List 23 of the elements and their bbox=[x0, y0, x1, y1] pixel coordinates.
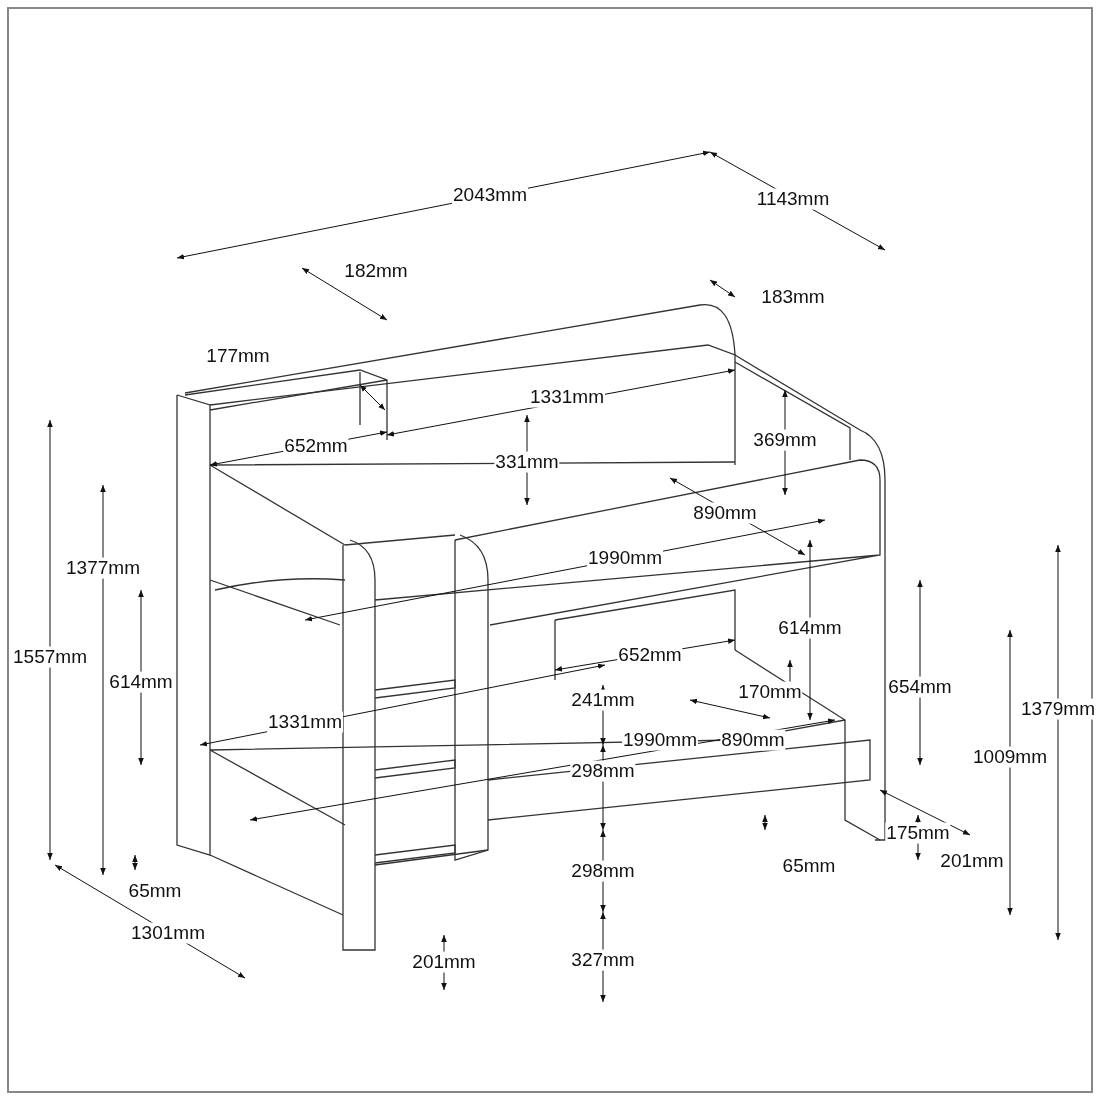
dimension-label: 890mm bbox=[692, 502, 758, 524]
dimension-label: 1331mm bbox=[267, 711, 343, 733]
dimension-label: 614mm bbox=[777, 617, 843, 639]
dimension-label: 654mm bbox=[887, 676, 953, 698]
dimension-label: 1990mm bbox=[587, 547, 663, 569]
dimension-label: 1379mm bbox=[1020, 698, 1096, 720]
dimension-label: 241mm bbox=[570, 689, 636, 711]
dimension-label: 298mm bbox=[570, 860, 636, 882]
dimension-label: 614mm bbox=[108, 671, 174, 693]
dimension-label: 369mm bbox=[752, 429, 818, 451]
dimension-label: 331mm bbox=[494, 451, 560, 473]
dimension-label: 1143mm bbox=[755, 188, 831, 210]
dimension-label: 1301mm bbox=[130, 922, 206, 944]
dimension-label: 1009mm bbox=[972, 746, 1048, 768]
dimension-label: 298mm bbox=[570, 760, 636, 782]
dimension-label: 890mm bbox=[720, 729, 786, 751]
dimension-label: 201mm bbox=[411, 951, 477, 973]
dimension-label: 327mm bbox=[570, 949, 636, 971]
dimension-label: 2043mm bbox=[452, 184, 528, 206]
dimension-label: 1377mm bbox=[65, 557, 141, 579]
dimension-label: 175mm bbox=[885, 822, 951, 844]
dimension-label: 1557mm bbox=[12, 646, 88, 668]
dimension-label: 170mm bbox=[737, 681, 803, 703]
